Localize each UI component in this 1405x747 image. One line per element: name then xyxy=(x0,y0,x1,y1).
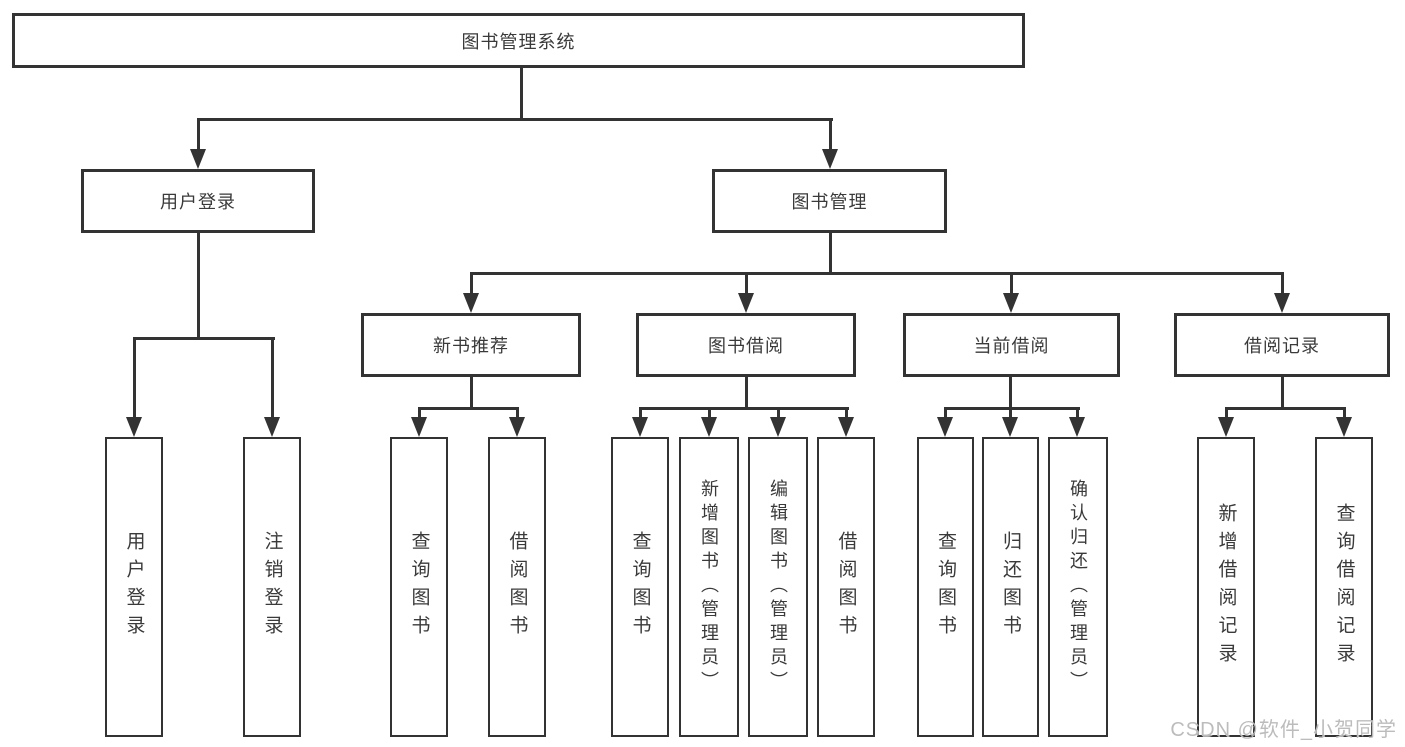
leaf-current-query-book: 查询图书 xyxy=(917,437,974,737)
leaf-confirm-return-admin-label: 确认归还（管理员） xyxy=(1068,479,1088,695)
leaf-borrow-query-book-label: 查询图书 xyxy=(629,531,651,643)
connector-line xyxy=(470,272,1284,275)
node-borrow-records: 借阅记录 xyxy=(1174,313,1390,377)
connector-line xyxy=(708,407,711,419)
connector-line xyxy=(516,407,519,419)
leaf-recommend-borrow-book-label: 借阅图书 xyxy=(506,531,528,643)
node-new-book-recommend: 新书推荐 xyxy=(361,313,581,377)
leaf-add-borrow-record: 新增借阅记录 xyxy=(1197,437,1255,737)
node-current-borrow-label: 当前借阅 xyxy=(973,336,1050,356)
connector-line xyxy=(1343,407,1346,419)
node-book-borrow: 图书借阅 xyxy=(636,313,856,377)
connector-line xyxy=(1076,407,1079,419)
arrow-down-icon xyxy=(264,417,280,437)
arrow-down-icon xyxy=(701,417,717,437)
connector-line xyxy=(133,337,136,421)
connector-line xyxy=(845,407,848,419)
connector-line xyxy=(1009,407,1012,419)
arrow-down-icon xyxy=(632,417,648,437)
connector-line xyxy=(1009,377,1012,409)
connector-line xyxy=(745,272,748,297)
connector-line xyxy=(418,407,421,419)
connector-line xyxy=(520,68,523,121)
leaf-recommend-borrow-book: 借阅图书 xyxy=(488,437,546,737)
connector-line xyxy=(1281,272,1284,297)
arrow-down-icon xyxy=(411,417,427,437)
connector-line xyxy=(1010,272,1013,297)
leaf-user-login: 用户登录 xyxy=(105,437,163,737)
arrow-down-icon xyxy=(1002,417,1018,437)
node-user-login-label: 用户登录 xyxy=(160,192,236,212)
arrow-down-icon xyxy=(1003,293,1019,313)
node-borrow-records-label: 借阅记录 xyxy=(1244,336,1320,356)
connector-line xyxy=(418,407,519,410)
connector-line xyxy=(639,407,849,410)
leaf-user-login-label: 用户登录 xyxy=(123,531,145,643)
node-book-management: 图书管理 xyxy=(712,169,947,233)
leaf-borrow-borrow-book-label: 借阅图书 xyxy=(835,531,857,643)
arrow-down-icon xyxy=(126,417,142,437)
leaf-edit-book-admin-label: 编辑图书（管理员） xyxy=(768,479,788,695)
connector-line xyxy=(944,407,1080,410)
connector-line xyxy=(470,377,473,409)
arrow-down-icon xyxy=(1218,417,1234,437)
node-library-system: 图书管理系统 xyxy=(12,13,1025,68)
arrow-down-icon xyxy=(190,149,206,169)
connector-line xyxy=(197,118,200,155)
leaf-add-borrow-record-label: 新增借阅记录 xyxy=(1215,503,1237,671)
connector-line xyxy=(470,272,473,297)
leaf-add-book-admin-label: 新增图书（管理员） xyxy=(699,479,719,695)
arrow-down-icon xyxy=(822,149,838,169)
node-library-system-label: 图书管理系统 xyxy=(461,31,576,52)
node-book-borrow-label: 图书借阅 xyxy=(708,336,784,356)
arrow-down-icon xyxy=(937,417,953,437)
connector-line xyxy=(1225,407,1345,410)
leaf-add-book-admin: 新增图书（管理员） xyxy=(679,437,739,737)
connector-line xyxy=(639,407,642,419)
leaf-current-query-book-label: 查询图书 xyxy=(935,531,956,643)
connector-line xyxy=(829,118,832,155)
node-new-book-recommend-label: 新书推荐 xyxy=(433,336,509,356)
arrow-down-icon xyxy=(1336,417,1352,437)
connector-line xyxy=(745,377,748,409)
connector-line xyxy=(1225,407,1228,419)
arrow-down-icon xyxy=(1069,417,1085,437)
leaf-recommend-query-book: 查询图书 xyxy=(390,437,448,737)
connector-line xyxy=(133,337,275,340)
leaf-return-book-label: 归还图书 xyxy=(1000,531,1021,643)
arrow-down-icon xyxy=(838,417,854,437)
watermark: CSDN @软件_小贺同学 xyxy=(1170,719,1397,741)
connector-line xyxy=(197,118,833,121)
arrow-down-icon xyxy=(738,293,754,313)
leaf-recommend-query-book-label: 查询图书 xyxy=(408,531,430,643)
leaf-logout-label: 注销登录 xyxy=(261,531,283,643)
arrow-down-icon xyxy=(1274,293,1290,313)
connector-line xyxy=(777,407,780,419)
connector-line xyxy=(271,337,274,421)
arrow-down-icon xyxy=(770,417,786,437)
connector-line xyxy=(197,233,200,340)
arrow-down-icon xyxy=(509,417,525,437)
leaf-return-book: 归还图书 xyxy=(982,437,1039,737)
node-book-management-label: 图书管理 xyxy=(791,192,868,212)
node-user-login: 用户登录 xyxy=(81,169,315,233)
connector-line xyxy=(829,233,832,275)
leaf-borrow-borrow-book: 借阅图书 xyxy=(817,437,875,737)
leaf-borrow-query-book: 查询图书 xyxy=(611,437,669,737)
leaf-query-borrow-record-label: 查询借阅记录 xyxy=(1333,503,1355,671)
node-current-borrow: 当前借阅 xyxy=(903,313,1120,377)
arrow-down-icon xyxy=(463,293,479,313)
connector-line xyxy=(1281,377,1284,409)
connector-line xyxy=(944,407,947,419)
leaf-edit-book-admin: 编辑图书（管理员） xyxy=(748,437,808,737)
leaf-logout: 注销登录 xyxy=(243,437,301,737)
leaf-query-borrow-record: 查询借阅记录 xyxy=(1315,437,1373,737)
leaf-confirm-return-admin: 确认归还（管理员） xyxy=(1048,437,1108,737)
